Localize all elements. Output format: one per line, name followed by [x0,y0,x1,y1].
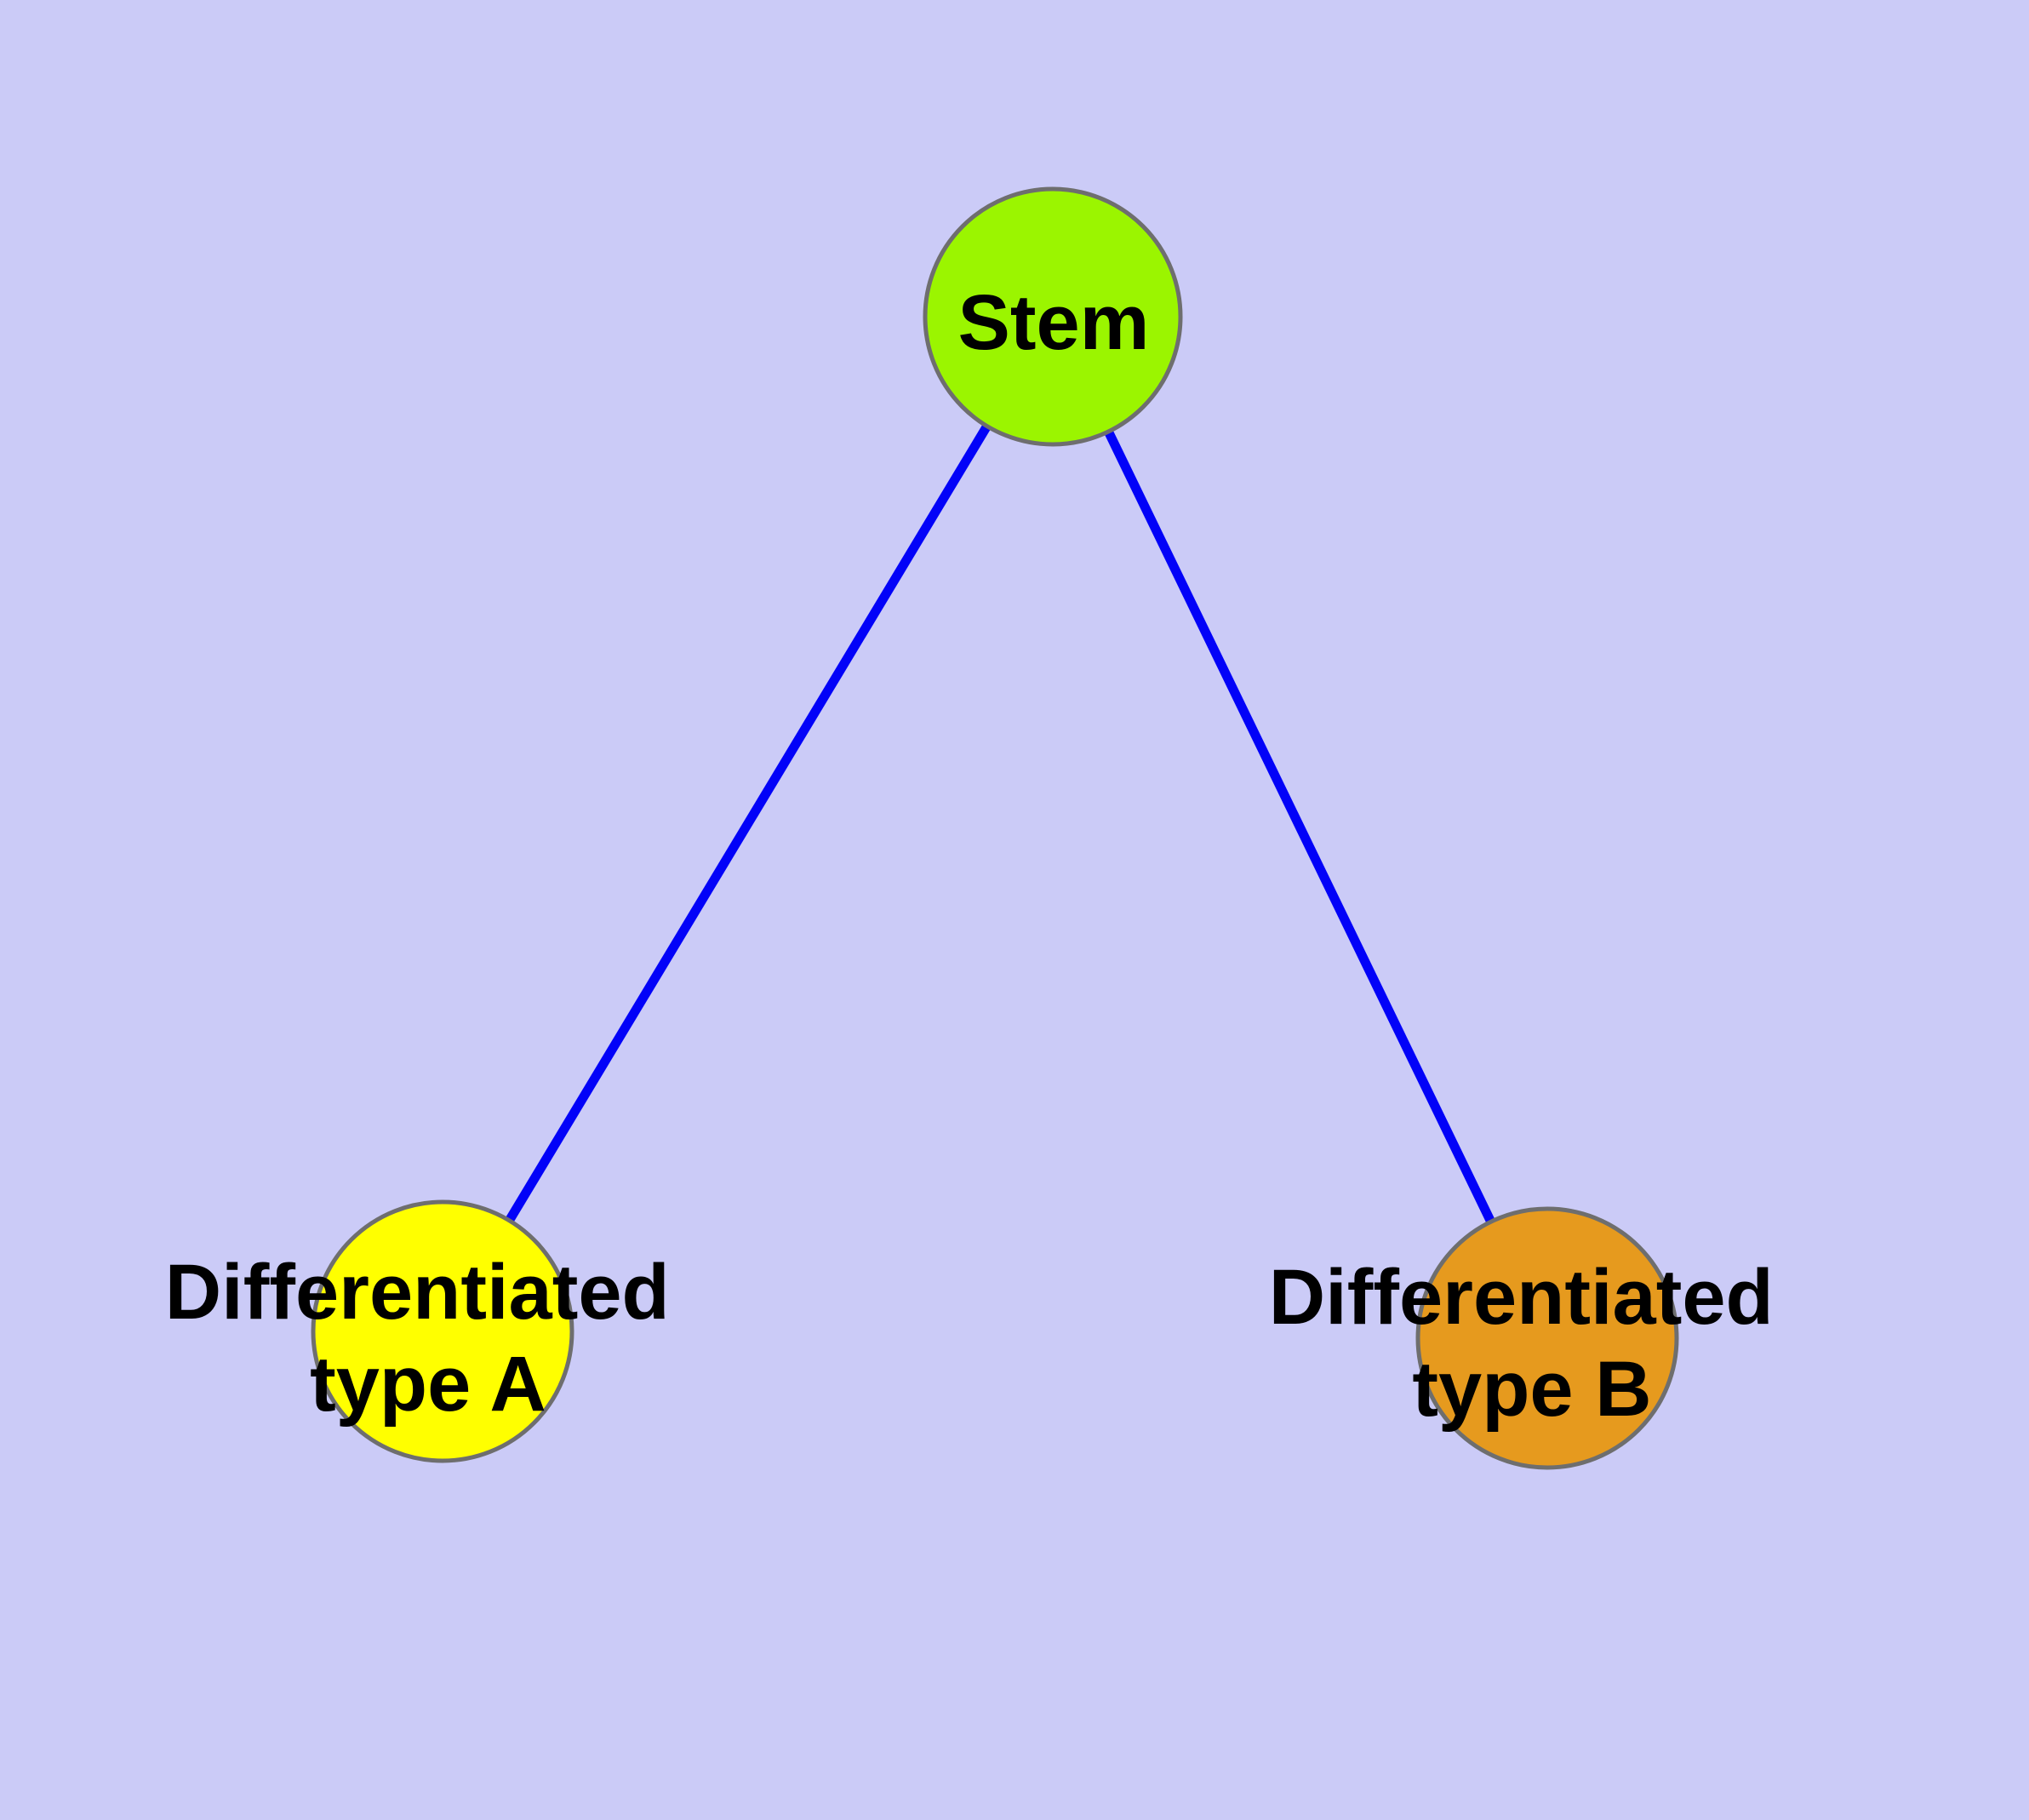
edge-stem-to-type-b [1049,314,1552,1341]
node-type-b [1415,1206,1679,1470]
node-type-a-label-line-1: Differentiated [165,1249,670,1336]
edge-stem-to-type-a [438,314,1057,1334]
node-type-b-label: Differentiated type B [1269,1254,1796,1433]
node-type-a [311,1199,574,1463]
node-stem-label: Stem [958,279,1150,366]
node-type-b-label-line-2: type B [1412,1346,1651,1433]
node-type-a-label: Differentiated type A [165,1249,692,1428]
node-type-b-label-line-1: Differentiated [1269,1254,1774,1341]
node-type-a-label-line-2: type A [310,1341,546,1428]
node-stem [923,186,1183,447]
